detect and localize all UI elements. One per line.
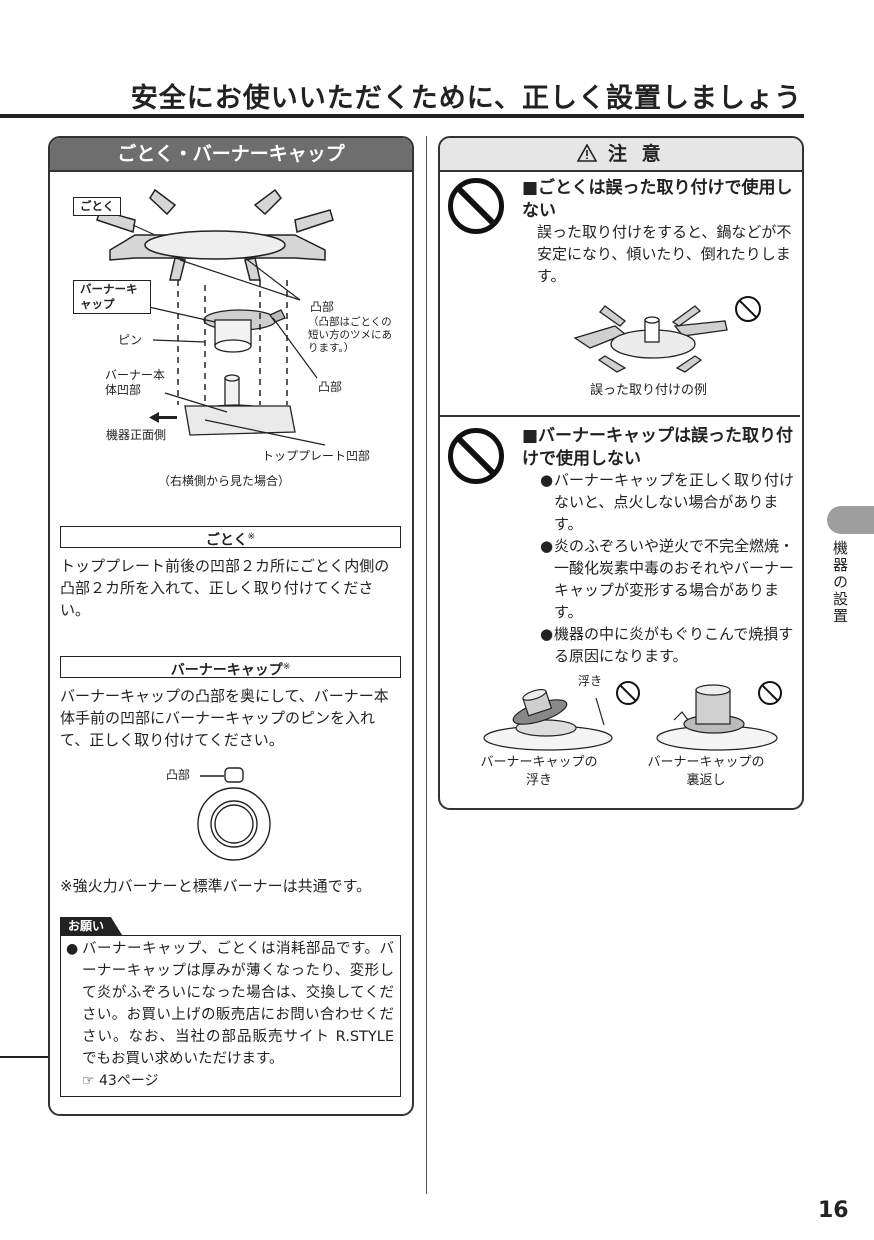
panel-heading: ごとく・バーナーキャップ — [50, 138, 412, 172]
burner-body-illustration — [184, 374, 296, 436]
chapter-side-label: 機器の設置 — [831, 540, 849, 625]
front-arrow-icon — [149, 412, 177, 423]
warning-2-bullet-text: バーナーキャップを正しく取り付けないと、点火しない場合があります。 — [554, 471, 795, 533]
warning-2-bullets: ●バーナーキャップを正しく取り付けないと、点火しない場合があります。 ●炎のふぞ… — [540, 469, 794, 667]
prohibition-small-icon — [735, 296, 761, 322]
onegai-text: バーナーキャップ、ごとくは消耗部品です。バーナーキャップは厚みが薄くなったり、変… — [82, 941, 394, 1067]
warning-2-bullet-text: 機器の中に炎がもぐりこんで焼損する原因になります。 — [554, 625, 794, 665]
convex-label-mid: 凸部 — [318, 380, 343, 394]
convex-note: （凸部はごとくの短い方のツメにあります。） — [308, 316, 392, 354]
caption-flipped-cap: バーナーキャップの裏返し — [647, 755, 765, 788]
warning-1-text: 誤った取り付けをすると、鍋などが不安定になり、傾いたり、倒れたりします。 — [537, 223, 792, 285]
caution-heading: 注 意 — [440, 138, 802, 172]
page-number: 16 — [818, 1198, 849, 1223]
caution-heading-text: 注 意 — [608, 143, 665, 165]
gotoku-section-text: トッププレート前後の凹部２カ所にごとく内側の凸部２カ所を入れて、正しく取り付けて… — [60, 557, 390, 619]
margin-rule — [0, 1056, 48, 1058]
warning-2-bullet: ●機器の中に炎がもぐりこんで焼損する原因になります。 — [540, 625, 794, 665]
view-note: （右横側から見た場合） — [158, 474, 291, 488]
flipped-cap-illustration — [656, 684, 778, 751]
onegai-box — [60, 935, 401, 1097]
cap-section-title-text: バーナーキャップ — [170, 662, 283, 679]
front-side-label: 機器正面側 — [106, 428, 167, 442]
footnote: ※強火力バーナーと標準バーナーは共通です。 — [60, 877, 372, 895]
prohibition-small-icon — [616, 681, 640, 705]
burner-cap-label: バーナーキャップ — [73, 280, 151, 314]
prohibition-small-icon — [758, 681, 782, 705]
gotoku-label: ごとく — [73, 197, 122, 216]
prohibition-icon — [448, 178, 504, 234]
burner-cap-illustration — [203, 309, 286, 353]
chapter-side-tab[interactable] — [827, 506, 874, 534]
warning-1-caption: 誤った取り付けの例 — [590, 383, 708, 398]
topplate-recess-label: トッププレート凹部 — [262, 449, 371, 463]
onegai-bullet: ● — [66, 941, 79, 957]
cap-section-mark: ※ — [282, 662, 291, 672]
pin-label: ピン — [118, 333, 143, 347]
convex-label-top: 凸部 — [310, 300, 335, 314]
onegai-ref-text[interactable]: 43ページ — [99, 1073, 159, 1089]
gotoku-section-title-text: ごとく — [205, 532, 248, 549]
burner-body-recess-label: バーナー本体凹部 — [105, 368, 166, 397]
cap-top-view-diagram — [197, 767, 271, 861]
warning-triangle-icon — [577, 140, 598, 172]
burner-assembly-diagram — [96, 188, 334, 446]
cap-convex-label: 凸部 — [166, 768, 191, 782]
gotoku-section-title: ごとく※ — [60, 526, 401, 549]
wrong-gotoku-illustration — [573, 305, 728, 373]
cap-section-title: バーナーキャップ※ — [60, 656, 401, 679]
floating-cap-illustration — [483, 688, 613, 751]
gotoku-section-mark: ※ — [247, 532, 256, 542]
onegai-ref[interactable]: ☞ 43ページ — [82, 1071, 159, 1091]
warning-2-bullet-text: 炎のふぞろいや逆火で不完全燃焼・一酸化炭素中毒のおそれやバーナーキャップが変形す… — [554, 537, 795, 621]
page-title: 安全にお使いいただくために、正しく設置しましょう — [130, 83, 802, 114]
cap-section-text: バーナーキャップの凸部を奥にして、バーナー本体手前の凹部にバーナーキャップのピン… — [60, 687, 389, 749]
warning-1-title: ■ごとくは誤った取り付けで使用しない — [522, 178, 793, 221]
pointing-hand-icon: ☞ — [82, 1073, 95, 1089]
title-rule — [0, 114, 804, 118]
prohibition-icon — [448, 428, 504, 484]
warning-2-bullet: ●バーナーキャップを正しく取り付けないと、点火しない場合があります。 — [540, 471, 795, 533]
warning-2-title: ■バーナーキャップは誤った取り付けで使用しない — [522, 426, 794, 469]
caption-floating-cap: バーナーキャップの浮き — [480, 755, 598, 788]
onegai-tag: お願い — [60, 917, 123, 935]
gotoku-illustration — [96, 188, 334, 281]
column-divider — [426, 136, 427, 1194]
warning-2-bullet: ●炎のふぞろいや逆火で不完全燃焼・一酸化炭素中毒のおそれやバーナーキャップが変形… — [540, 537, 795, 621]
float-label: 浮き — [578, 674, 603, 688]
warning-separator — [440, 415, 800, 417]
